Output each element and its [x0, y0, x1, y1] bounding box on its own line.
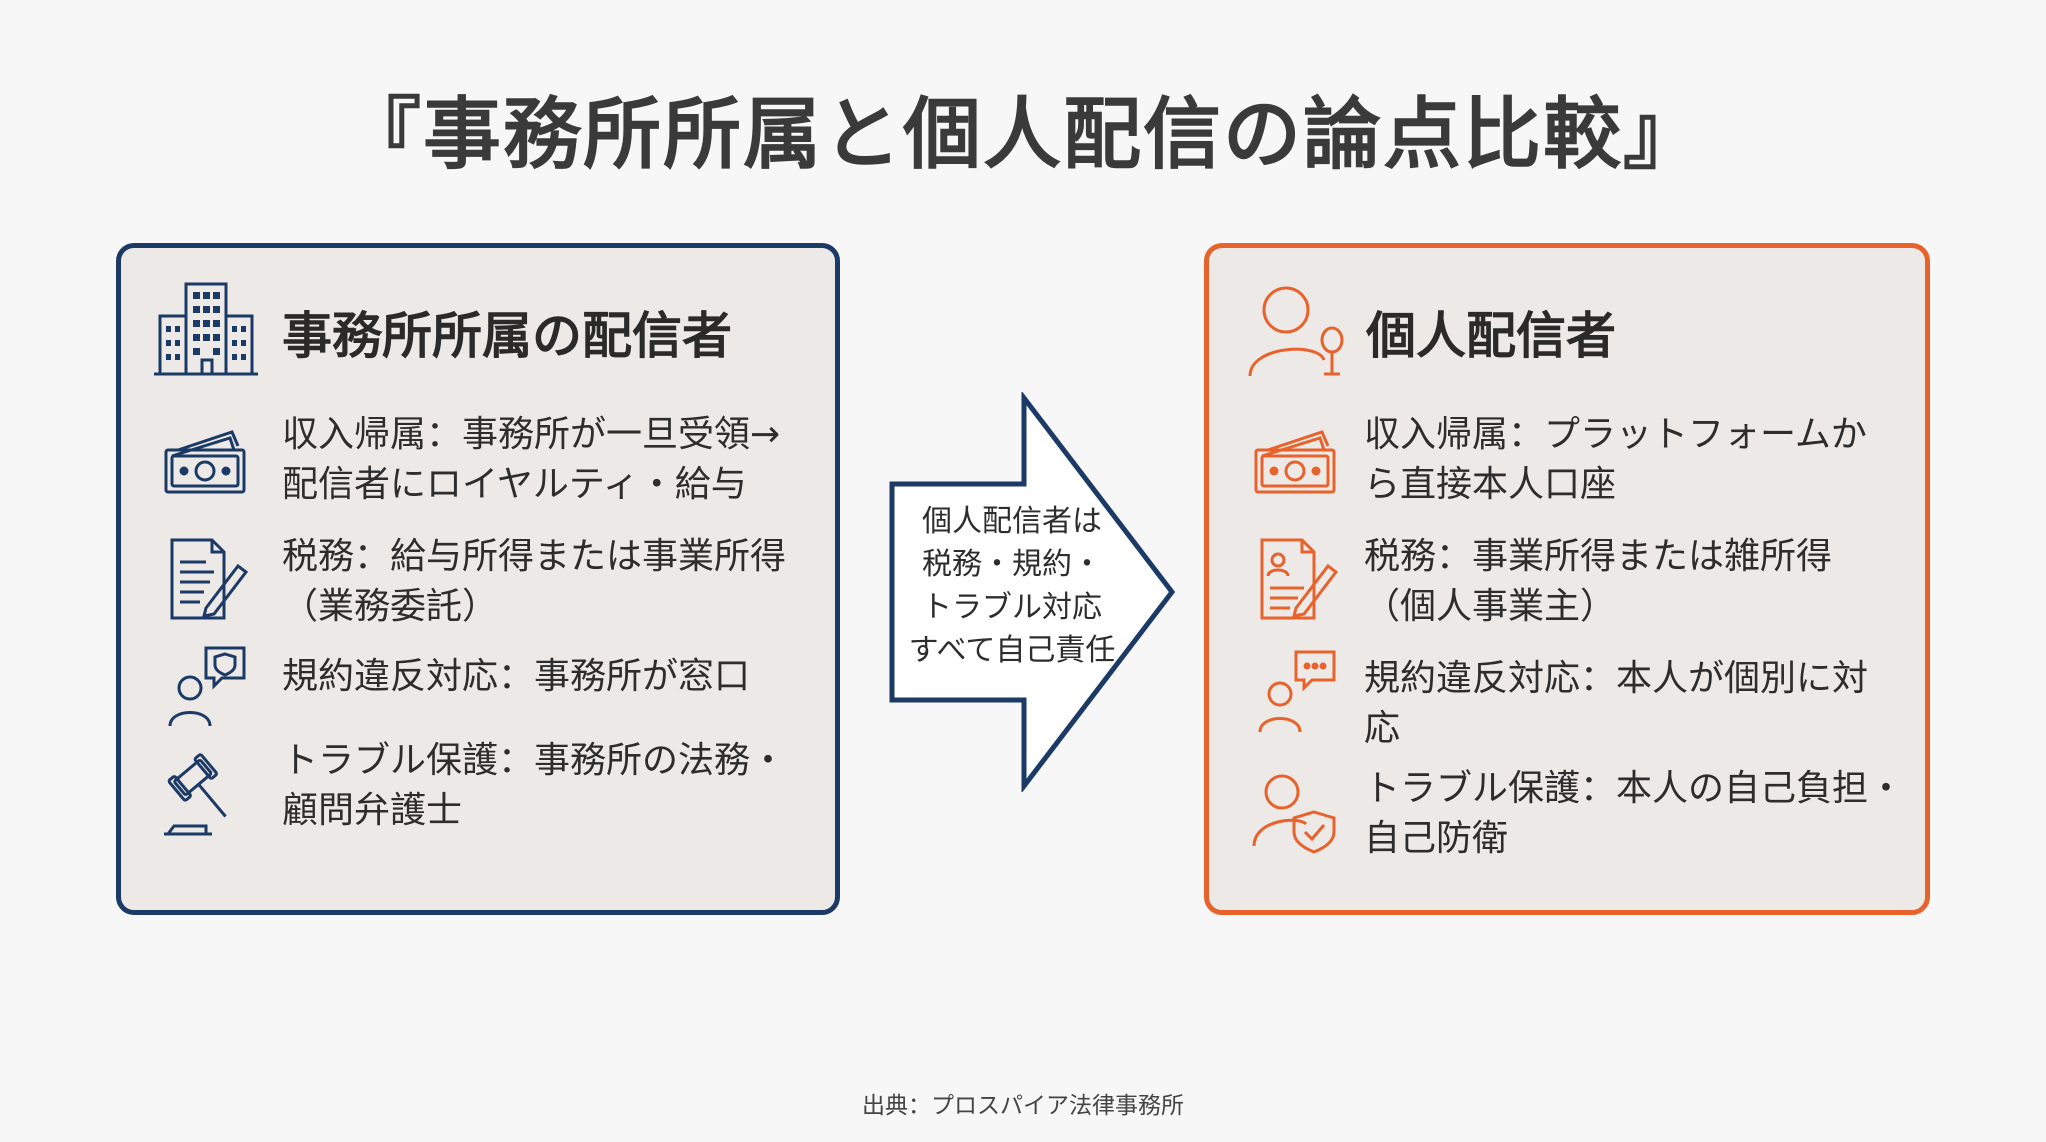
money-bills-icon [1254, 430, 1336, 494]
individual-panel-heading: 個人配信者 [1366, 307, 1616, 365]
agency-protection-item: トラブル保護：事務所の法務・ 顧問弁護士 [282, 740, 787, 831]
source-citation: 出典：プロスパイア法律事務所 [862, 1093, 1184, 1119]
gavel-icon [164, 753, 227, 836]
individual-streamer-panel [1204, 243, 1930, 915]
person-microphone-icon [1248, 286, 1344, 377]
transition-arrow [889, 392, 1176, 792]
arrow-caption: 個人配信者は 税務・規約・ トラブル対応 すべて自己責任 [908, 504, 1116, 668]
agency-income-item: 収入帰属：事務所が一旦受領→ 配信者にロイヤルティ・給与 [282, 414, 781, 505]
individual-protection-item: トラブル保護：本人の自己負担・ 自己防衛 [1364, 768, 1905, 859]
page-title: 『事務所所属と個人配信の論点比較』 [342, 90, 1703, 180]
money-bills-icon [164, 430, 246, 494]
agency-panel-heading: 事務所所属の配信者 [282, 307, 732, 365]
person-chat-icon [1258, 650, 1336, 733]
individual-tax-item: 税務：事業所得または雑所得 （個人事業主） [1364, 536, 1833, 627]
office-building-icon [154, 282, 258, 376]
individual-income-item: 収入帰属：プラットフォームか ら直接本人口座 [1364, 414, 1867, 505]
person-shield-icon [1252, 774, 1336, 854]
agency-violation-item: 規約違反対応：事務所が窓口 [282, 656, 751, 697]
agency-tax-item: 税務：給与所得または事業所得 （業務委託） [282, 536, 787, 627]
person-shield-chat-icon [168, 646, 246, 727]
document-pen-icon [1260, 538, 1339, 620]
document-pen-icon [170, 538, 249, 620]
individual-violation-item: 規約違反対応：本人が個別に対 応 [1364, 658, 1869, 749]
